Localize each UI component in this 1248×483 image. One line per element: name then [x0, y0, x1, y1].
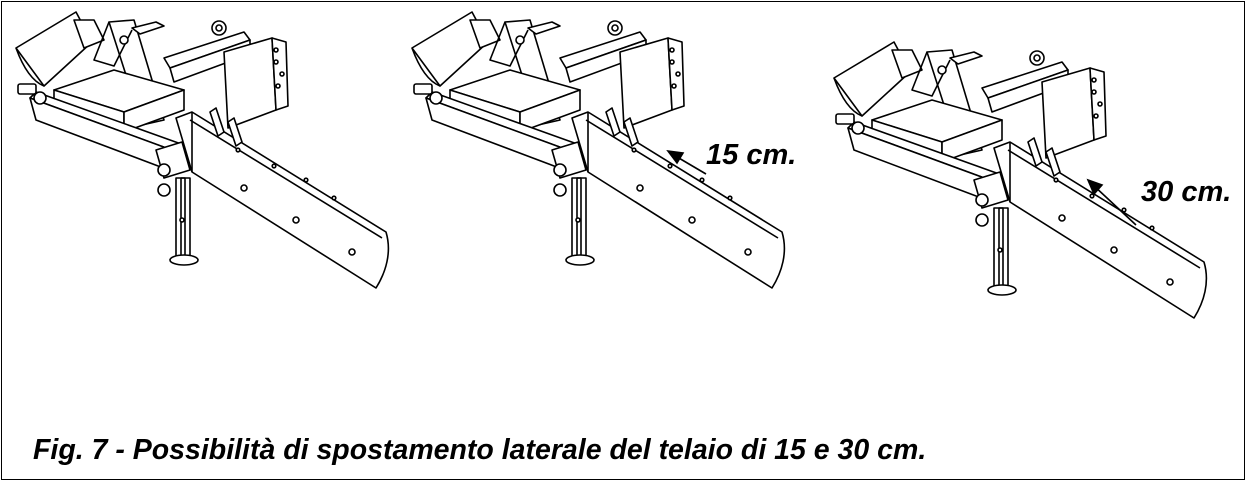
- figure-caption: Fig. 7 - Possibilità di spostamento late…: [33, 434, 927, 466]
- label-15-cm: 15 cm.: [706, 139, 797, 171]
- label-30-cm: 30 cm.: [1141, 176, 1232, 208]
- shift-arrow-15: [666, 149, 707, 175]
- blade-position-0: [15, 11, 390, 289]
- shift-arrow-30: [1086, 178, 1137, 226]
